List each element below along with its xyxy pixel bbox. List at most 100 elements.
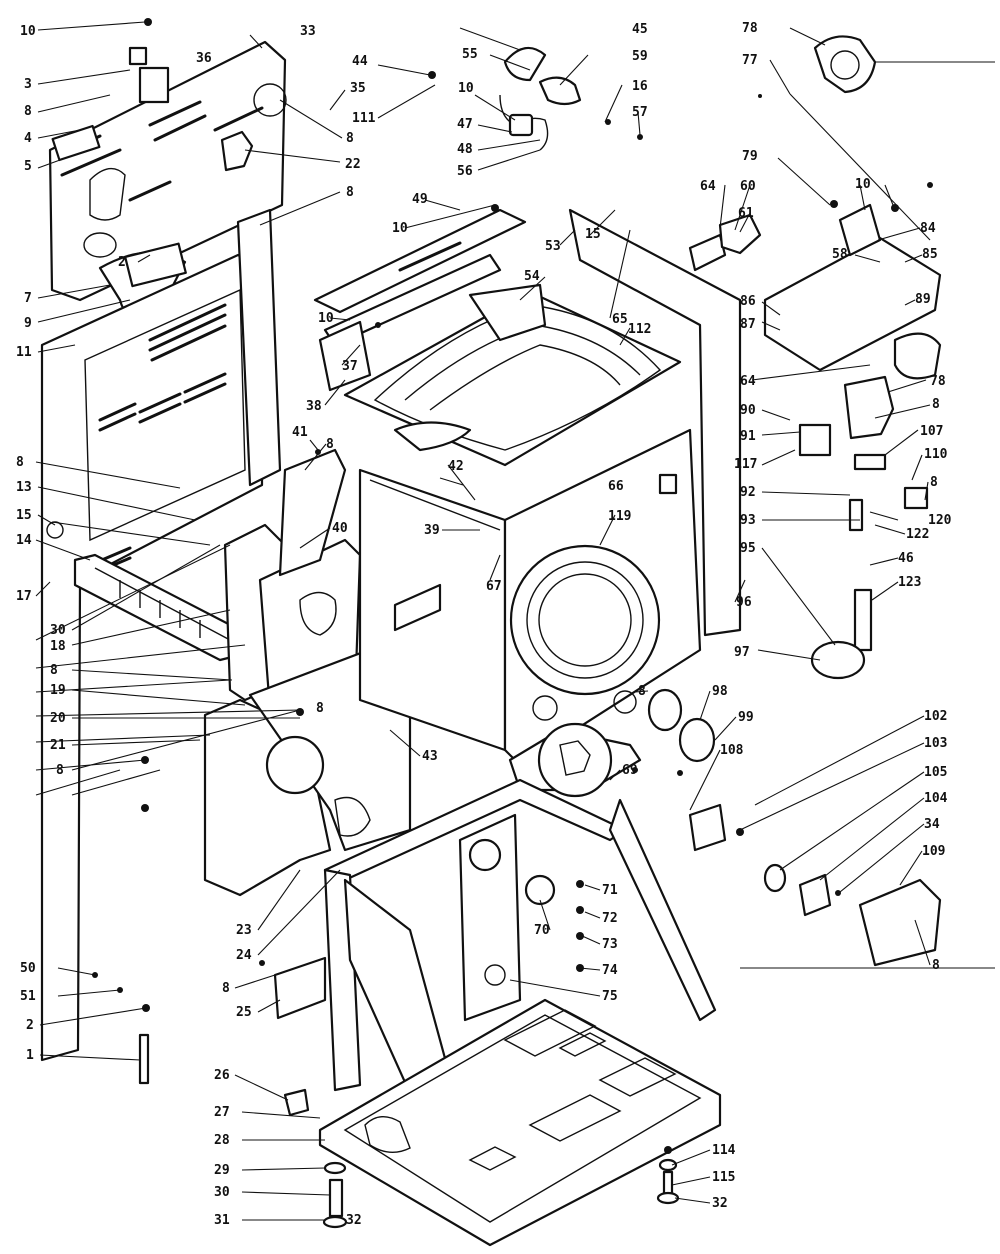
- callout-38: 38: [306, 399, 322, 414]
- callout-8: 8: [50, 663, 58, 678]
- callout-29: 29: [214, 1163, 230, 1178]
- callout-10: 10: [20, 24, 36, 39]
- callout-95: 95: [740, 541, 756, 556]
- callout-102: 102: [924, 709, 947, 724]
- callout-19: 19: [50, 683, 66, 698]
- callout-73: 73: [602, 937, 618, 952]
- callout-75: 75: [602, 989, 618, 1004]
- callout-45: 45: [632, 22, 648, 37]
- callout-labels: 10 3 36 8 4 5 33 44 35 111 8 22 8 2 7 9 …: [16, 21, 952, 1228]
- callout-13: 13: [16, 480, 32, 495]
- callout-8: 8: [56, 763, 64, 778]
- callout-64: 64: [700, 179, 716, 194]
- callout-48: 48: [457, 142, 473, 157]
- callout-51: 51: [20, 989, 36, 1004]
- callout-117: 117: [734, 457, 757, 472]
- thermostat-stack: [810, 498, 873, 680]
- callout-11: 11: [16, 345, 32, 360]
- callout-57: 57: [632, 105, 648, 120]
- callout-8: 8: [346, 131, 354, 146]
- callout-8: 8: [326, 437, 334, 452]
- vent-bracket: [98, 242, 187, 332]
- callout-44: 44: [352, 54, 368, 69]
- callout-74: 74: [602, 963, 618, 978]
- callout-8: 8: [316, 701, 324, 716]
- callout-26: 26: [214, 1068, 230, 1083]
- callout-35: 35: [350, 81, 366, 96]
- callout-28: 28: [214, 1133, 230, 1148]
- callout-14: 14: [16, 533, 32, 548]
- callout-50: 50: [20, 961, 36, 976]
- callout-56: 56: [457, 164, 473, 179]
- callout-30: 30: [214, 1185, 230, 1200]
- callout-86: 86: [740, 294, 756, 309]
- callout-17: 17: [16, 589, 32, 604]
- callout-110: 110: [924, 447, 948, 462]
- callout-97: 97: [734, 645, 750, 660]
- callout-85: 85: [922, 247, 938, 262]
- callout-3: 3: [24, 77, 32, 92]
- callout-55: 55: [462, 47, 478, 62]
- control-bracket: [688, 203, 942, 380]
- callout-90: 90: [740, 403, 756, 418]
- callout-18: 18: [50, 639, 66, 654]
- callout-70: 70: [534, 923, 550, 938]
- callout-60: 60: [740, 179, 756, 194]
- callout-47: 47: [457, 117, 473, 132]
- callout-115: 115: [712, 1170, 735, 1185]
- hardware-screws: [141, 18, 933, 1154]
- callout-10: 10: [458, 81, 474, 96]
- callout-79: 79: [742, 149, 758, 164]
- callout-114: 114: [712, 1143, 736, 1158]
- callout-15: 15: [16, 508, 32, 523]
- callout-2: 2: [118, 255, 126, 270]
- front-access-panel: [508, 722, 642, 798]
- callout-21: 21: [50, 738, 66, 753]
- callout-27: 27: [214, 1105, 230, 1120]
- callout-8: 8: [932, 397, 940, 412]
- callout-8: 8: [930, 475, 938, 490]
- hose-assembly: [499, 46, 582, 151]
- callout-122: 122: [906, 527, 929, 542]
- callout-20: 20: [50, 711, 66, 726]
- callout-41: 41: [292, 425, 308, 440]
- door-hinge-parts: [688, 803, 942, 967]
- base-support-frame: [323, 778, 717, 1162]
- motor-assembly: [789, 35, 931, 241]
- callout-10: 10: [855, 177, 871, 192]
- callout-9: 9: [24, 316, 32, 331]
- callout-69: 69: [622, 763, 638, 778]
- callout-91: 91: [740, 429, 756, 444]
- callout-37: 37: [342, 359, 358, 374]
- callout-72: 72: [602, 911, 618, 926]
- callout-77: 77: [742, 53, 758, 68]
- callout-40: 40: [332, 521, 348, 536]
- callout-8: 8: [16, 455, 24, 470]
- callout-109: 109: [922, 844, 945, 859]
- callout-53: 53: [545, 239, 561, 254]
- callout-32: 32: [346, 1213, 362, 1228]
- rear-panel: [48, 40, 287, 302]
- callout-105: 105: [924, 765, 947, 780]
- door-seal-parts: [647, 688, 716, 763]
- callout-33: 33: [300, 24, 316, 39]
- callout-5: 5: [24, 159, 32, 174]
- callout-103: 103: [924, 736, 947, 751]
- callout-23: 23: [236, 923, 252, 938]
- callout-112: 112: [628, 322, 651, 337]
- callout-67: 67: [486, 579, 502, 594]
- callout-66: 66: [608, 479, 624, 494]
- drum-top-cover: [343, 283, 682, 467]
- callout-15: 15: [585, 227, 601, 242]
- callout-54: 54: [524, 269, 540, 284]
- callout-99: 99: [738, 710, 754, 725]
- foot-parts: [322, 1158, 680, 1229]
- callout-43: 43: [422, 749, 438, 764]
- top-mounting-bar: [313, 208, 527, 392]
- callout-8: 8: [346, 185, 354, 200]
- callout-65: 65: [612, 312, 628, 327]
- callout-2: 2: [26, 1018, 34, 1033]
- callout-59: 59: [632, 49, 648, 64]
- callout-36: 36: [196, 51, 212, 66]
